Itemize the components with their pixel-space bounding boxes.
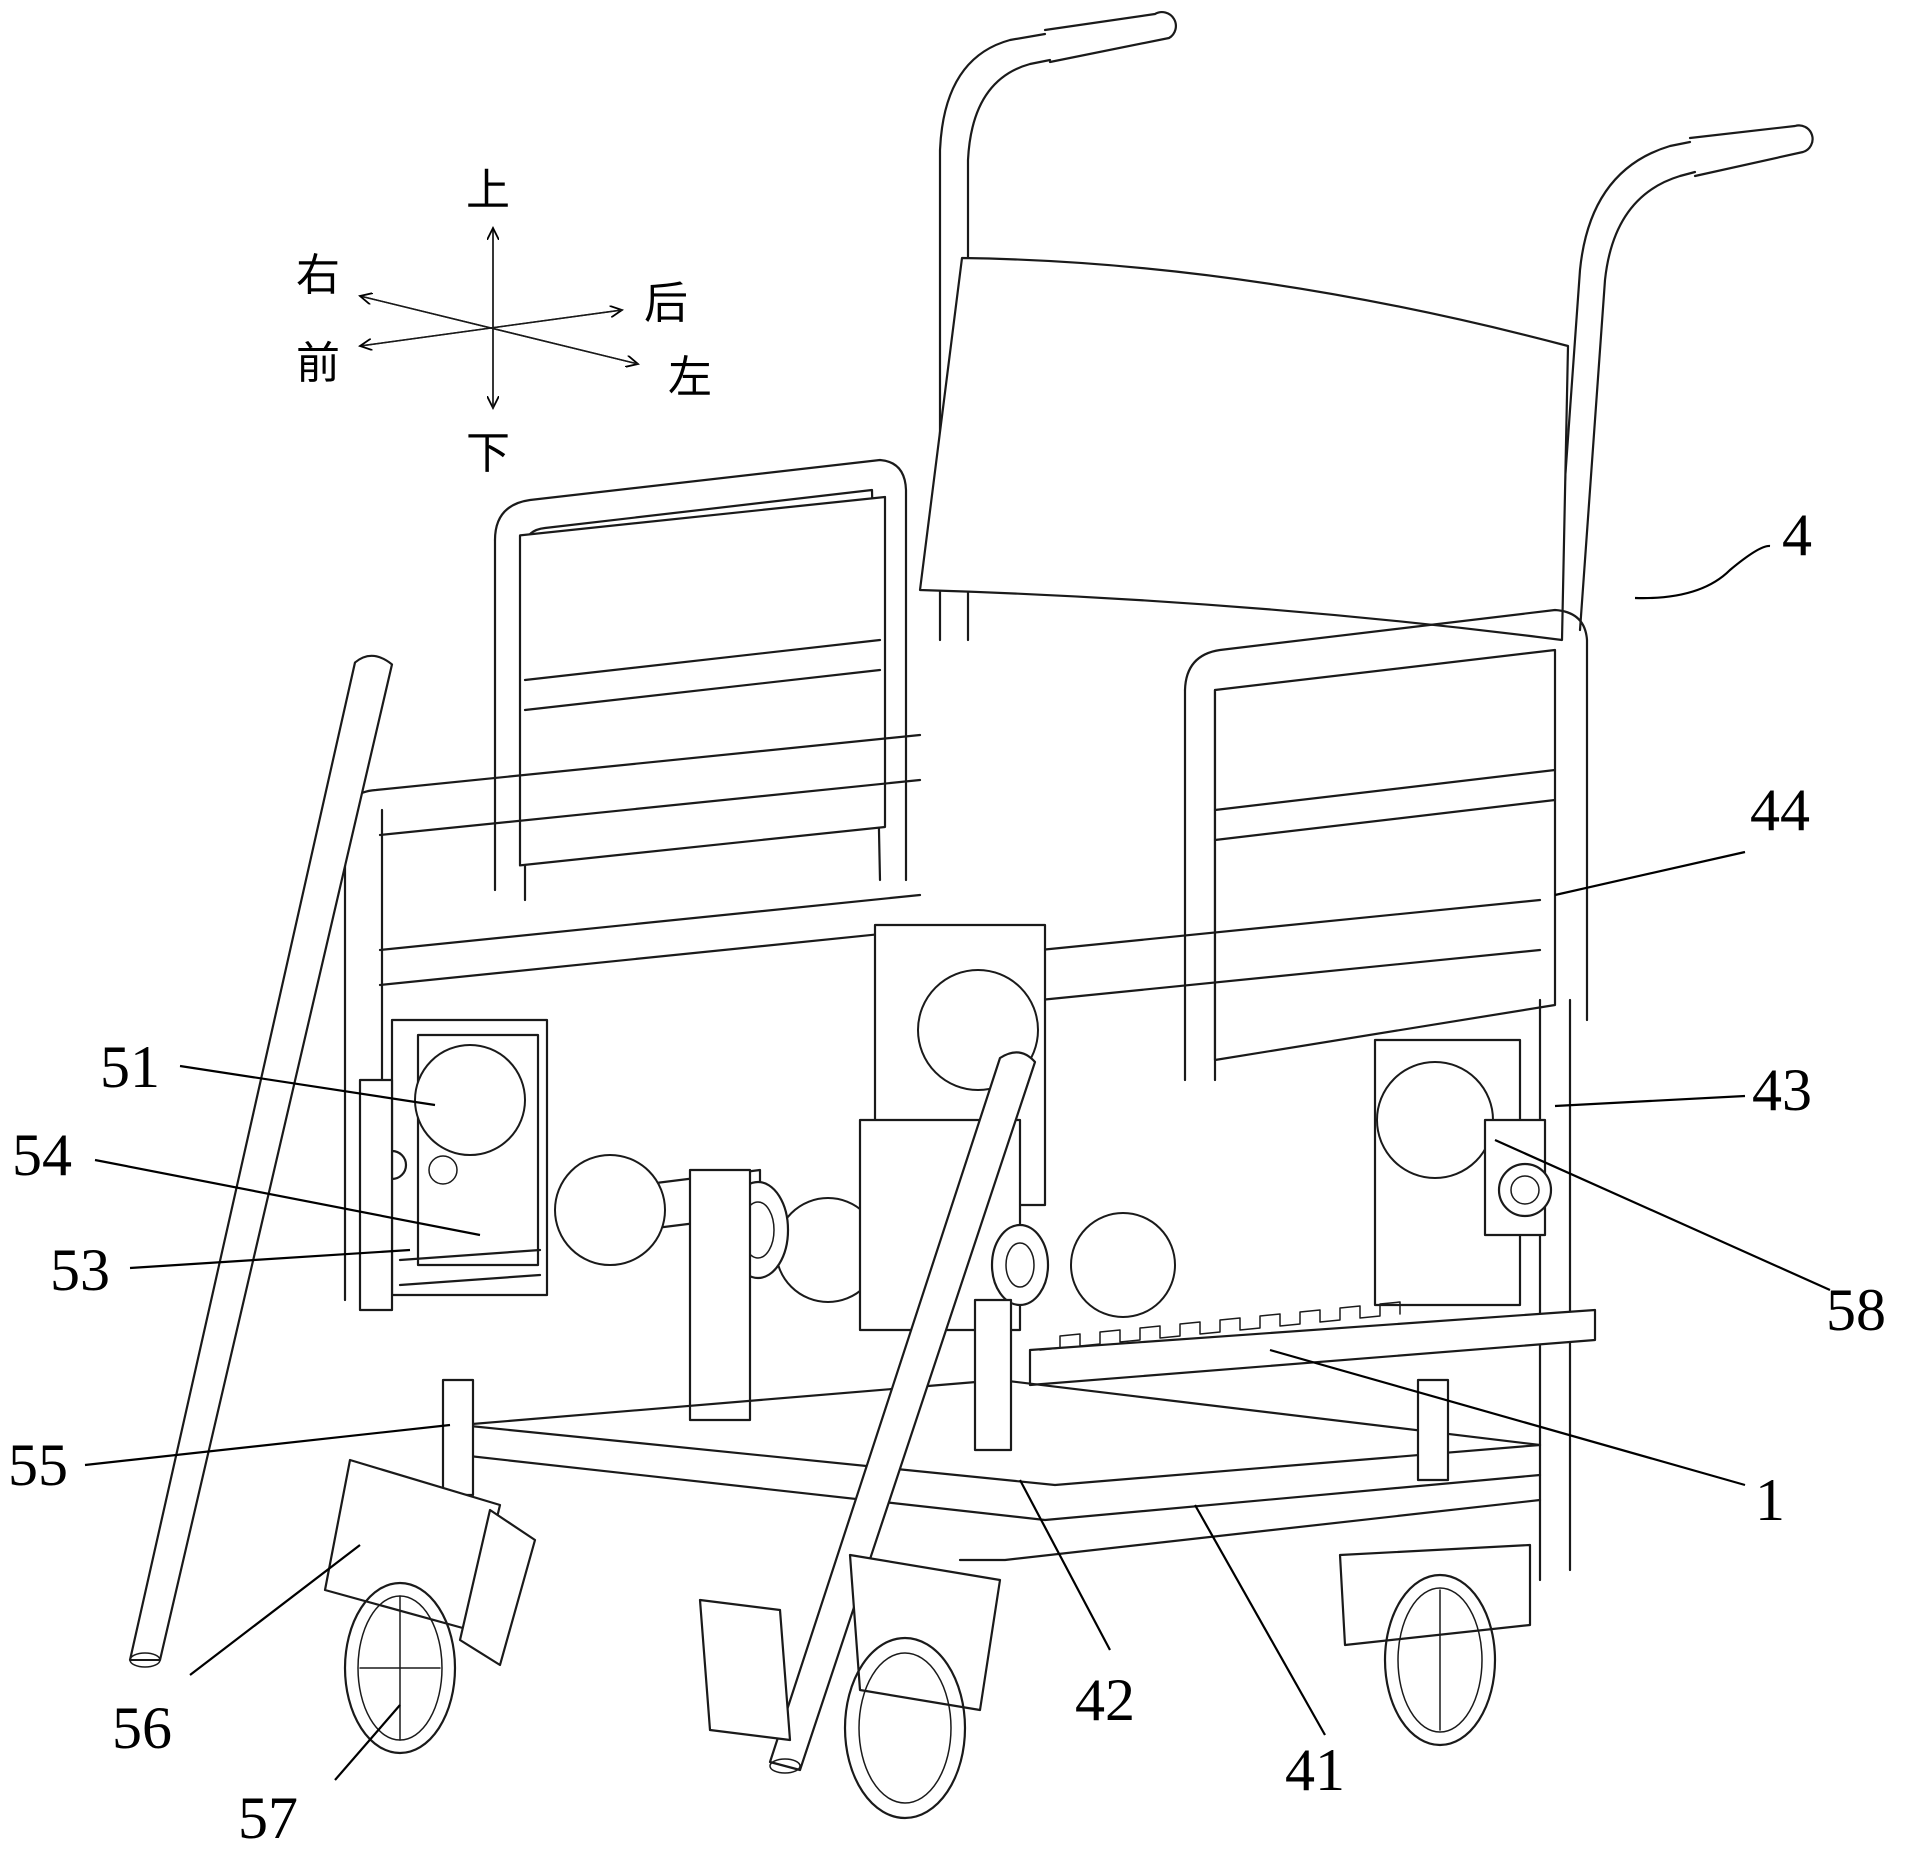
leader-56 [190,1545,360,1675]
callout-55: 55 [8,1432,68,1498]
left-gearbox [1375,1040,1551,1305]
callout-41: 41 [1285,1737,1345,1803]
leader-57 [335,1705,400,1780]
callout-42: 42 [1075,1667,1135,1733]
left-side-panel [1215,650,1555,1060]
leader-1 [1270,1350,1745,1485]
leader-55 [85,1425,450,1465]
right-arrow [360,296,638,364]
rack-53 [360,1080,392,1310]
direction-indicator: 上 下 右 前 后 左 [296,165,712,479]
leader-43 [1555,1096,1745,1106]
callout-1: 1 [1755,1467,1785,1533]
front-arrow [360,310,622,346]
right-side-panel [520,497,885,865]
rack-1 [1030,1310,1595,1385]
dir-left-label: 左 [668,352,712,403]
central-drive [555,1155,880,1420]
callout-51: 51 [100,1034,160,1100]
callout-4: 4 [1782,502,1812,568]
callout-54: 54 [12,1122,72,1188]
leader-42 [1020,1480,1110,1650]
backrest [920,258,1568,640]
dir-up-label: 上 [466,165,510,216]
callout-57: 57 [238,1785,298,1851]
dir-right-label: 右 [296,250,340,301]
leader-41 [1195,1505,1325,1735]
right-gearbox [360,1020,547,1310]
gear-51 [415,1045,525,1155]
dir-down-label: 下 [466,428,510,479]
callout-53: 53 [50,1237,110,1303]
dir-front-label: 前 [296,338,340,389]
gear-left-shaft [555,1155,665,1265]
dir-back-label: 后 [644,278,688,329]
cylinder-55 [443,1380,473,1495]
center-gearbox [860,925,1175,1330]
callout-56: 56 [112,1695,172,1761]
wheels [325,1460,1530,1818]
wheelchair-illustration [130,12,1813,1818]
right-shaft-gear [1071,1213,1175,1317]
leader-4 [1635,546,1770,598]
callout-58: 58 [1826,1277,1886,1343]
callout-43: 43 [1752,1057,1812,1123]
leader-44 [1555,852,1745,895]
bearing-block [690,1170,750,1420]
callout-44: 44 [1750,777,1810,843]
